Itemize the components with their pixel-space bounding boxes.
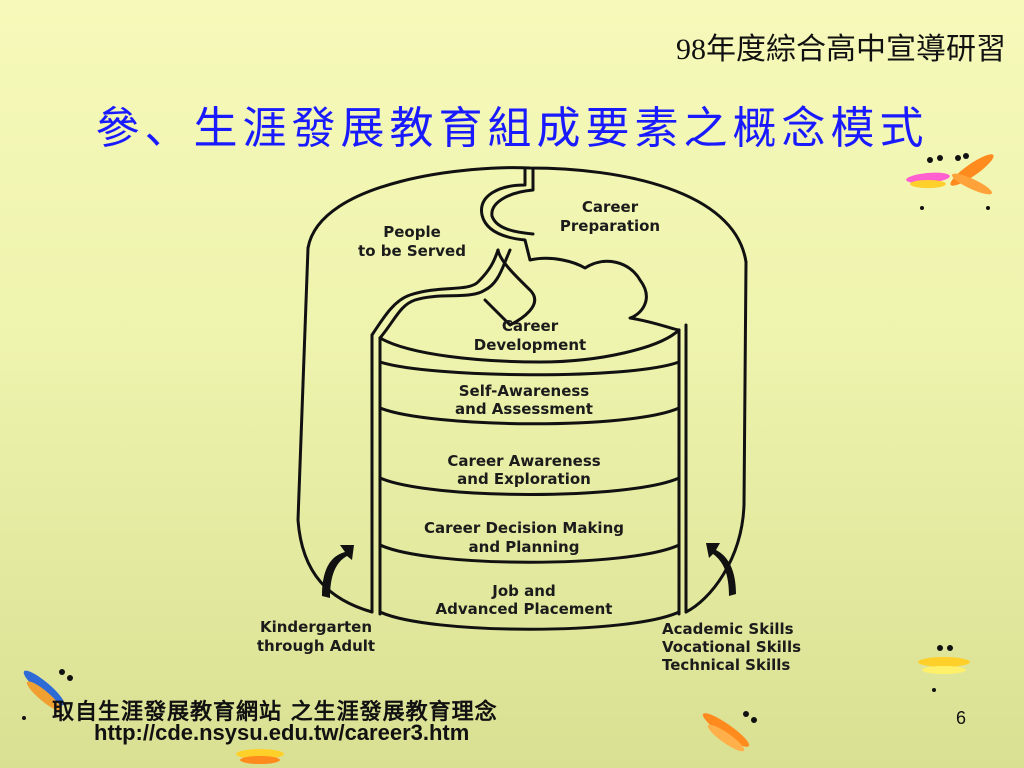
dragonfly-icon	[236, 749, 284, 764]
dragonfly-icon	[702, 711, 757, 752]
right-arrow	[706, 543, 736, 596]
dragonfly-icon	[918, 645, 970, 692]
page-number: 6	[955, 708, 966, 728]
slide-title: 參、生涯發展教育組成要素之概念模式	[95, 103, 929, 154]
band-3-line2: and Planning	[469, 538, 580, 556]
label-preparation-line1: Career	[582, 198, 639, 216]
front-top-arc	[378, 328, 681, 364]
right-note-line1: Academic Skills	[662, 620, 794, 638]
label-people-line1: People	[383, 223, 441, 241]
puzzle-cut-4	[370, 248, 500, 337]
inner-right-wall	[677, 323, 688, 616]
label-people-line2: to be Served	[358, 242, 466, 260]
band-line-2	[378, 406, 681, 426]
inner-left-wall	[370, 333, 382, 616]
band-bottom	[378, 610, 681, 631]
band-3-line1: Career Decision Making	[424, 519, 624, 537]
band-4-line1: Job and	[491, 582, 555, 600]
band-line-4	[378, 543, 681, 564]
label-preparation-line2: Preparation	[560, 217, 660, 235]
band-4-line2: Advanced Placement	[436, 600, 613, 618]
label-development-line1: Career	[502, 317, 559, 335]
cylinder-top-rim	[306, 166, 748, 264]
source-url-link[interactable]: http://cde.nsysu.edu.tw/career3.htm	[94, 720, 470, 745]
band-2-line1: Career Awareness	[447, 452, 600, 470]
right-note-line2: Vocational Skills	[662, 638, 801, 656]
puzzle-cut-3	[378, 248, 512, 340]
cylinder-right-wall	[684, 260, 748, 614]
band-2-line2: and Exploration	[457, 470, 591, 488]
dragonfly-icon	[22, 669, 73, 720]
band-line-3	[378, 476, 681, 496]
puzzle-cut-5	[483, 248, 537, 327]
right-note-line3: Technical Skills	[662, 656, 790, 674]
left-arrow	[322, 545, 354, 598]
label-development-line2: Development	[474, 336, 586, 354]
band-1-line1: Self-Awareness	[459, 382, 590, 400]
header-tag: 98年度綜合高中宣導研習	[676, 33, 1006, 66]
puzzle-cut-1	[480, 166, 681, 332]
cylinder-left-wall	[296, 246, 374, 614]
source-caption: 取自生涯發展教育網站 之生涯發展教育理念	[52, 699, 498, 725]
left-note-line2: through Adult	[257, 637, 375, 655]
left-note-line1: Kindergarten	[260, 618, 372, 636]
puzzle-cut-2	[490, 168, 535, 236]
band-line-1	[378, 360, 681, 377]
dragonfly-icon	[906, 153, 994, 210]
band-1-line2: and Assessment	[455, 400, 593, 418]
